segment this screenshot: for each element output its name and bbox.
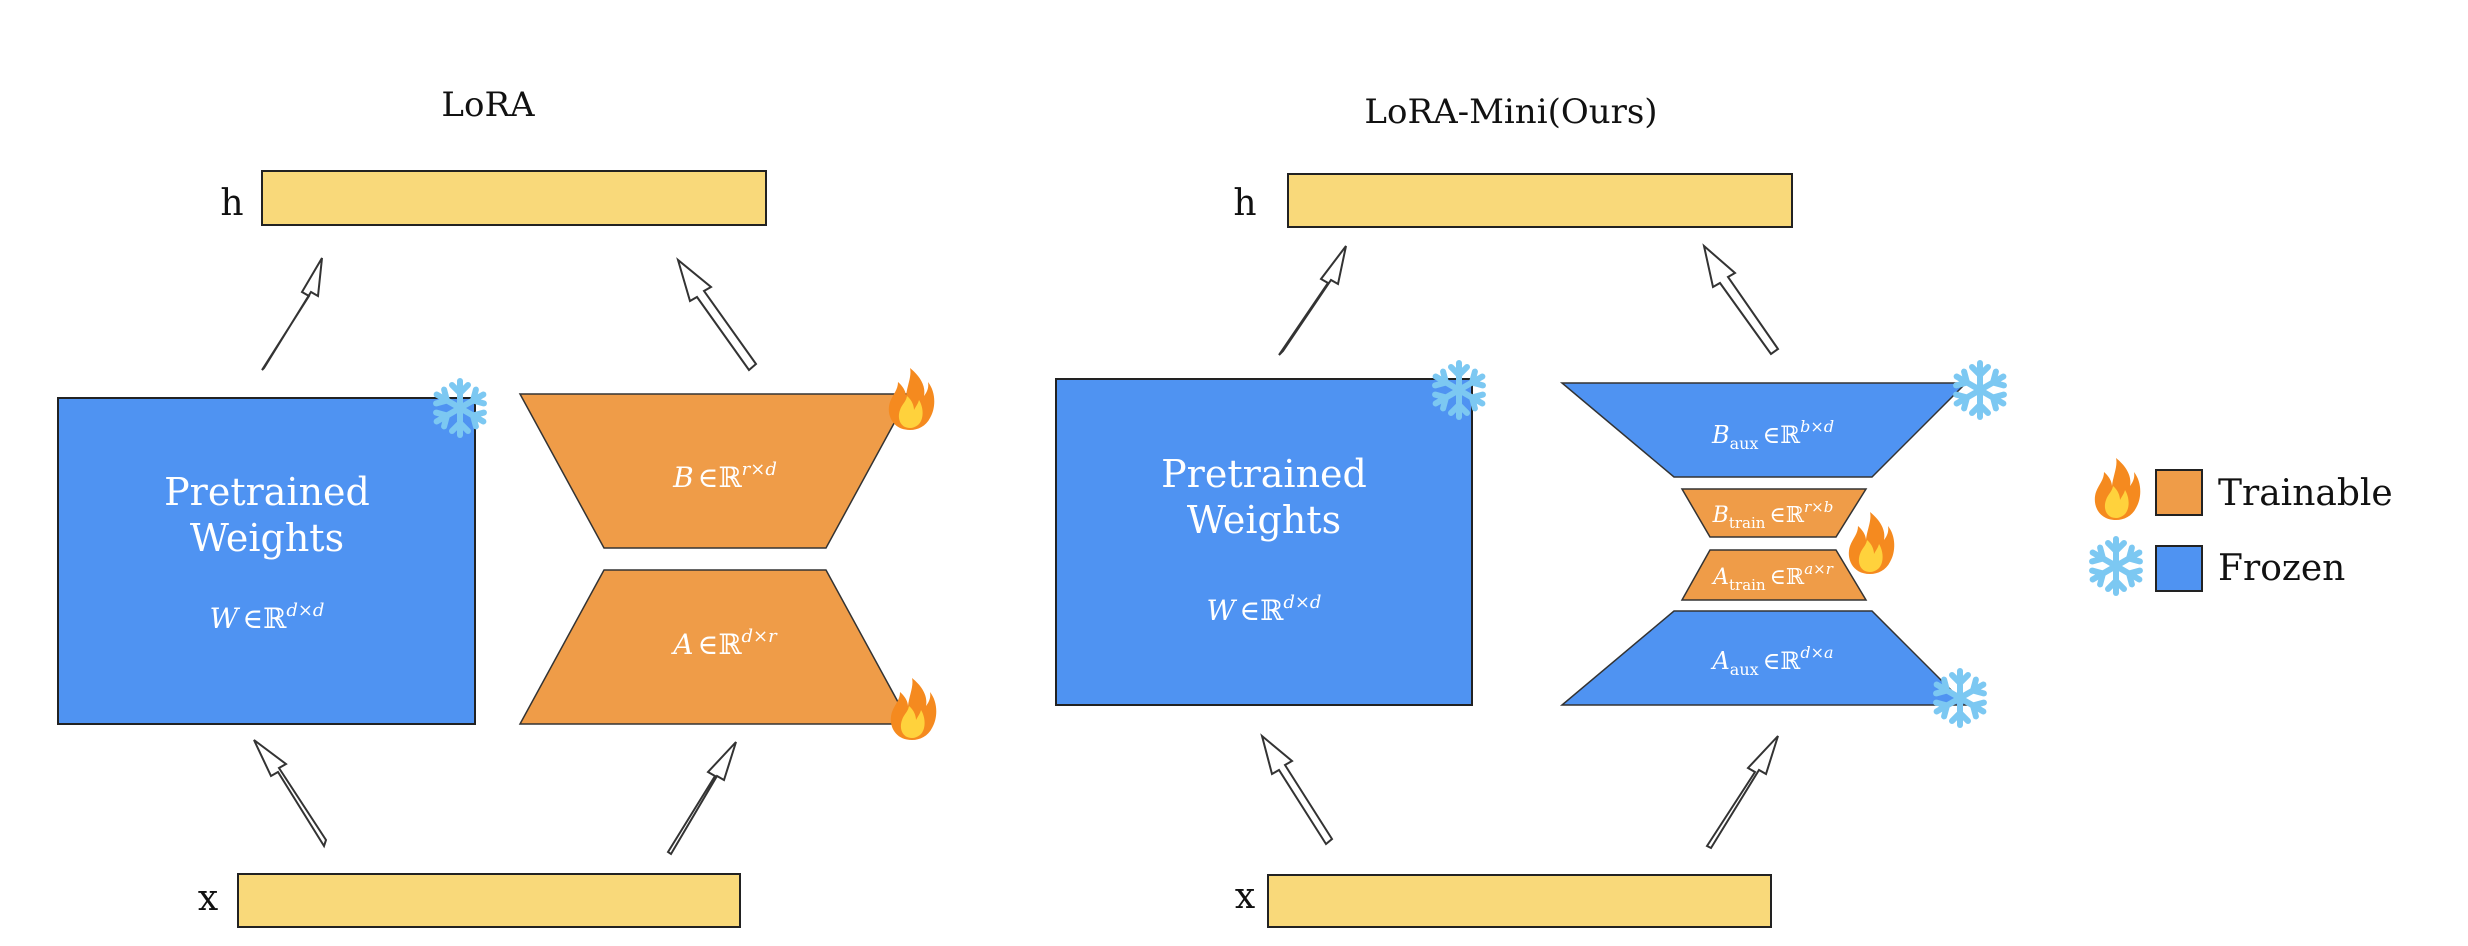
lora-A-in-reals: ∈ℝ: [698, 628, 743, 661]
lora-mini-Aaux-sub: aux: [1730, 660, 1759, 679]
lora-arrow-pretrained-to-h: [261, 257, 323, 371]
fire-icon: [890, 678, 937, 740]
snowflake-icon: [1953, 363, 2008, 417]
lora-B-in-reals: ∈ℝ: [698, 461, 743, 494]
lora-mini-Aaux-var: A: [1710, 647, 1729, 675]
lora-title: LoRA: [441, 85, 535, 125]
lora-mini-output-vector: [1287, 173, 1793, 228]
lora-mini-panel: LoRA-Mini(Ours) h Pretrained Weights W∈ℝ…: [1055, 92, 2008, 928]
legend-trainable-label: Trainable: [2218, 473, 2393, 514]
lora-mini-Baux-sub: aux: [1730, 434, 1759, 453]
lora-W-label: W∈ℝd×d: [210, 600, 325, 635]
lora-A-dims: d×r: [742, 626, 779, 647]
lora-mini-Baux-in-reals: ∈ℝ: [1762, 421, 1801, 449]
lora-panel: LoRA h Pretrained Weights W∈ℝd×d B∈ℝr×d …: [57, 85, 937, 928]
lora-arrow-B-to-h: [676, 257, 758, 372]
lora-A-label: A∈ℝd×r: [670, 626, 778, 661]
lora-mini-output-label: h: [1233, 183, 1256, 224]
lora-mini-Btrain-in-reals: ∈ℝ: [1769, 503, 1804, 528]
lora-input-label: x: [198, 878, 218, 919]
lora-mini-title: LoRA-Mini(Ours): [1364, 92, 1657, 132]
lora-mini-input-vector: [1267, 874, 1772, 928]
lora-mini-Btrain-var: B: [1712, 503, 1729, 528]
lora-output-label: h: [220, 183, 243, 224]
lora-arrow-x-to-pretrained: [253, 739, 328, 849]
lora-mini-Btrain-dims: r×b: [1804, 498, 1833, 516]
lora-mini-Atrain-label: Atrain∈ℝa×r: [1711, 560, 1834, 594]
lora-mini-Btrain-label: Btrain∈ℝr×b: [1712, 498, 1834, 532]
lora-arrow-x-to-A: [666, 741, 737, 856]
lora-W-var: W: [210, 602, 241, 635]
lora-mini-Btrain-sub: train: [1729, 514, 1766, 532]
lora-B-dims: r×d: [742, 459, 777, 480]
lora-mini-Atrain-sub: train: [1729, 576, 1766, 594]
lora-W-in-reals: ∈ℝ: [242, 602, 287, 635]
lora-pretrained-weights-block: [57, 397, 476, 725]
fire-icon: [2094, 458, 2141, 520]
lora-B-label: B∈ℝr×d: [672, 459, 777, 494]
lora-mini-W-dims: d×d: [1283, 592, 1321, 613]
lora-mini-Atrain-var: A: [1711, 565, 1729, 590]
lora-mini-Btrain-block: [1680, 488, 1868, 538]
lora-mini-pretrained-line2: Weights: [1187, 498, 1341, 542]
lora-mini-input-label: x: [1235, 876, 1255, 917]
lora-mini-Aaux-label: Aaux∈ℝd×a: [1710, 643, 1833, 679]
legend: Trainable Frozen: [2089, 458, 2393, 593]
legend-trainable-swatch: [2155, 469, 2203, 516]
lora-mini-arrow-Baux-to-h: [1702, 243, 1780, 356]
lora-A-var: A: [670, 628, 693, 661]
lora-mini-Baux-label: Baux∈ℝb×d: [1711, 417, 1834, 453]
lora-mini-pretrained-line1: Pretrained: [1161, 452, 1367, 496]
lora-mini-Baux-block: [1559, 382, 1968, 478]
lora-input-vector: [237, 873, 741, 928]
legend-frozen-label: Frozen: [2218, 548, 2345, 589]
lora-pretrained-line2: Weights: [190, 516, 344, 560]
legend-frozen-swatch: [2155, 545, 2203, 592]
lora-mini-arrow-x-to-pretrained: [1260, 733, 1334, 846]
lora-mini-W-label: W∈ℝd×d: [1207, 592, 1322, 627]
fire-icon: [888, 368, 935, 430]
lora-mini-Aaux-in-reals: ∈ℝ: [1763, 647, 1802, 675]
lora-B-var: B: [672, 461, 694, 494]
lora-pretrained-line1: Pretrained: [164, 470, 370, 514]
lora-W-dims: d×d: [286, 600, 324, 621]
lora-mini-arrow-x-to-Aaux: [1705, 735, 1779, 850]
lora-mini-W-var: W: [1207, 594, 1238, 627]
lora-output-vector: [261, 170, 767, 226]
snowflake-icon: [2089, 539, 2144, 593]
lora-mini-pretrained-weights-block: [1055, 378, 1473, 706]
lora-mini-Baux-dims: b×d: [1800, 417, 1834, 436]
lora-mini-W-in-reals: ∈ℝ: [1239, 594, 1284, 627]
lora-mini-Atrain-in-reals: ∈ℝ: [1770, 565, 1805, 590]
fire-icon: [1848, 512, 1895, 574]
lora-mini-Atrain-dims: a×r: [1804, 560, 1834, 578]
lora-mini-Baux-var: B: [1711, 421, 1730, 449]
lora-B-block: [518, 393, 912, 549]
lora-mini-Aaux-block: [1559, 610, 1968, 706]
lora-mini-Aaux-dims: d×a: [1800, 643, 1833, 662]
lora-mini-arrow-pretrained-to-h: [1278, 245, 1347, 356]
lora-mini-Atrain-block: [1680, 549, 1868, 601]
